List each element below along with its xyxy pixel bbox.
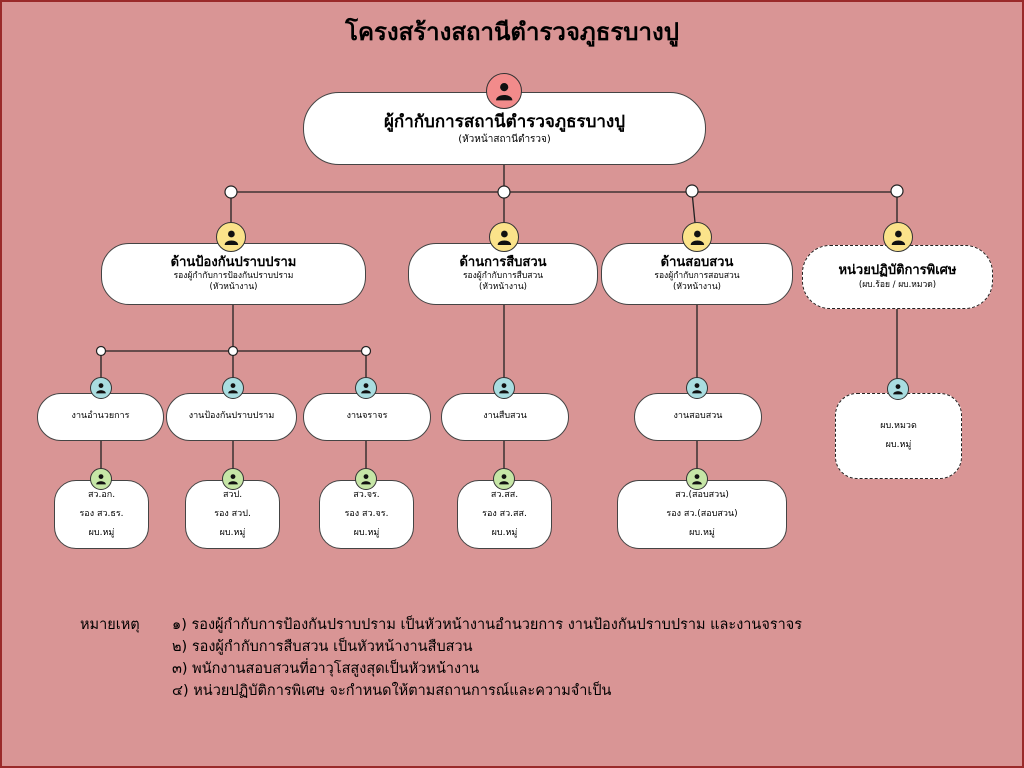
branch-line2: (หัวหน้างาน): [479, 282, 527, 293]
branch-line1: รองผู้กำกับการสอบสวน: [654, 271, 740, 282]
person-icon: [493, 468, 515, 490]
person-icon: [682, 222, 712, 252]
junction-dot: [360, 345, 372, 357]
staff-node-traffic: สว.จร. รอง สว.จร. ผบ.หมู่: [319, 480, 414, 549]
branch-line1: รองผู้กำกับการป้องกันปราบปราม: [173, 271, 294, 282]
staff-line: ผบ.หมวด: [880, 421, 917, 432]
person-icon: [489, 222, 519, 252]
note-item: ๓) พนักงานสอบสวนที่อาวุโสสูงสุดเป็นหัวหน…: [172, 661, 480, 677]
note-item: ๑) รองผู้กำกับการป้องกันปราบปราม เป็นหัว…: [172, 617, 803, 633]
unit-title: งานสอบสวน: [673, 411, 723, 422]
staff-line: รอง สว.จร.: [344, 509, 389, 520]
staff-line: ผบ.หมู่: [885, 440, 912, 450]
person-icon: [355, 377, 377, 399]
staff-line: สว.อก.: [87, 490, 116, 501]
notes-label: หมายเหตุ: [80, 617, 140, 633]
branch-line1: รองผู้กำกับการสืบสวน: [462, 271, 544, 282]
staff-line: ผบ.หมู่: [219, 527, 246, 538]
unit-node-suppression: งานป้องกันปราบปราม: [166, 393, 297, 441]
person-icon: [883, 222, 913, 252]
page-title: โครงสร้างสถานีตำรวจภูธรบางปู: [345, 18, 679, 46]
branch-title: หน่วยปฏิบัติการพิเศษ: [838, 263, 957, 279]
person-icon: [90, 377, 112, 399]
junction-dot: [685, 184, 699, 198]
person-icon: [686, 377, 708, 399]
note-item: ๔) หน่วยปฏิบัติการพิเศษ จะกำหนดให้ตามสถา…: [172, 683, 612, 699]
unit-node-administration: งานอำนวยการ: [37, 393, 164, 441]
unit-node-inquiry: งานสอบสวน: [634, 393, 762, 441]
branch-node-special-ops: หน่วยปฏิบัติการพิเศษ (ผบ.ร้อย / ผบ.หมวด): [802, 245, 993, 309]
branch-title: ด้านป้องกันปราบปราม: [170, 254, 297, 270]
staff-line: สว.สส.: [490, 490, 519, 501]
staff-node-investigation: สว.สส. รอง สว.สส. ผบ.หมู่: [457, 480, 552, 549]
root-node-subtitle: (หัวหน้าสถานีตำรวจ): [458, 134, 551, 146]
junction-dot: [497, 185, 511, 199]
branch-line2: (หัวหน้างาน): [209, 282, 258, 293]
junction-dot: [224, 185, 238, 199]
staff-line: รอง สวป.: [214, 509, 251, 520]
staff-line: รอง สว.ธร.: [79, 509, 124, 520]
junction-dot: [95, 345, 107, 357]
person-icon: [686, 468, 708, 490]
staff-line: รอง สว.สส.: [482, 509, 527, 520]
person-icon: [493, 377, 515, 399]
branch-node-investigation: ด้านการสืบสวน รองผู้กำกับการสืบสวน (หัวห…: [408, 243, 598, 305]
staff-line: สว.(สอบสวน): [675, 490, 729, 501]
unit-node-traffic: งานจราจร: [303, 393, 431, 441]
person-icon: [90, 468, 112, 490]
person-icon: [216, 222, 246, 252]
note-item: ๒) รองผู้กำกับการสืบสวน เป็นหัวหน้างานสื…: [172, 639, 473, 655]
branch-node-inquiry: ด้านสอบสวน รองผู้กำกับการสอบสวน (หัวหน้า…: [601, 243, 793, 305]
unit-node-investigation: งานสืบสวน: [441, 393, 569, 441]
junction-dot: [227, 345, 239, 357]
staff-node-administration: สว.อก. รอง สว.ธร. ผบ.หมู่: [54, 480, 149, 549]
root-node: ผู้กำกับการสถานีตำรวจภูธรบางปู (หัวหน้าส…: [303, 92, 706, 165]
branch-line1: (ผบ.ร้อย / ผบ.หมวด): [858, 279, 937, 290]
staff-line: ผบ.หมู่: [353, 527, 380, 538]
unit-title: งานสืบสวน: [483, 411, 527, 422]
person-icon: [486, 73, 522, 109]
staff-line: ผบ.หมู่: [689, 527, 715, 538]
branch-title: ด้านการสืบสวน: [459, 254, 547, 270]
branch-line2: (หัวหน้างาน): [673, 282, 721, 293]
staff-node-inquiry: สว.(สอบสวน) รอง สว.(สอบสวน) ผบ.หมู่: [617, 480, 787, 549]
staff-line: ผบ.หมู่: [491, 527, 518, 538]
unit-title: งานจราจร: [346, 411, 388, 422]
staff-line: สว.จร.: [353, 490, 380, 501]
person-icon: [887, 378, 909, 400]
person-icon: [222, 468, 244, 490]
staff-line: รอง สว.(สอบสวน): [666, 509, 738, 520]
notes-list: ๑) รองผู้กำกับการป้องกันปราบปราม เป็นหัว…: [172, 614, 872, 702]
person-icon: [222, 377, 244, 399]
unit-title: งานป้องกันปราบปราม: [188, 411, 275, 422]
special-ops-staff-node: ผบ.หมวด ผบ.หมู่: [835, 393, 962, 479]
staff-line: ผบ.หมู่: [88, 527, 115, 538]
person-icon: [355, 468, 377, 490]
branch-node-suppression: ด้านป้องกันปราบปราม รองผู้กำกับการป้องกั…: [101, 243, 366, 305]
staff-node-suppression: สวป. รอง สวป. ผบ.หมู่: [185, 480, 280, 549]
root-node-title: ผู้กำกับการสถานีตำรวจภูธรบางปู: [383, 111, 626, 132]
unit-title: งานอำนวยการ: [71, 411, 130, 422]
staff-line: สวป.: [222, 490, 243, 501]
branch-title: ด้านสอบสวน: [660, 254, 734, 270]
junction-dot: [890, 184, 904, 198]
